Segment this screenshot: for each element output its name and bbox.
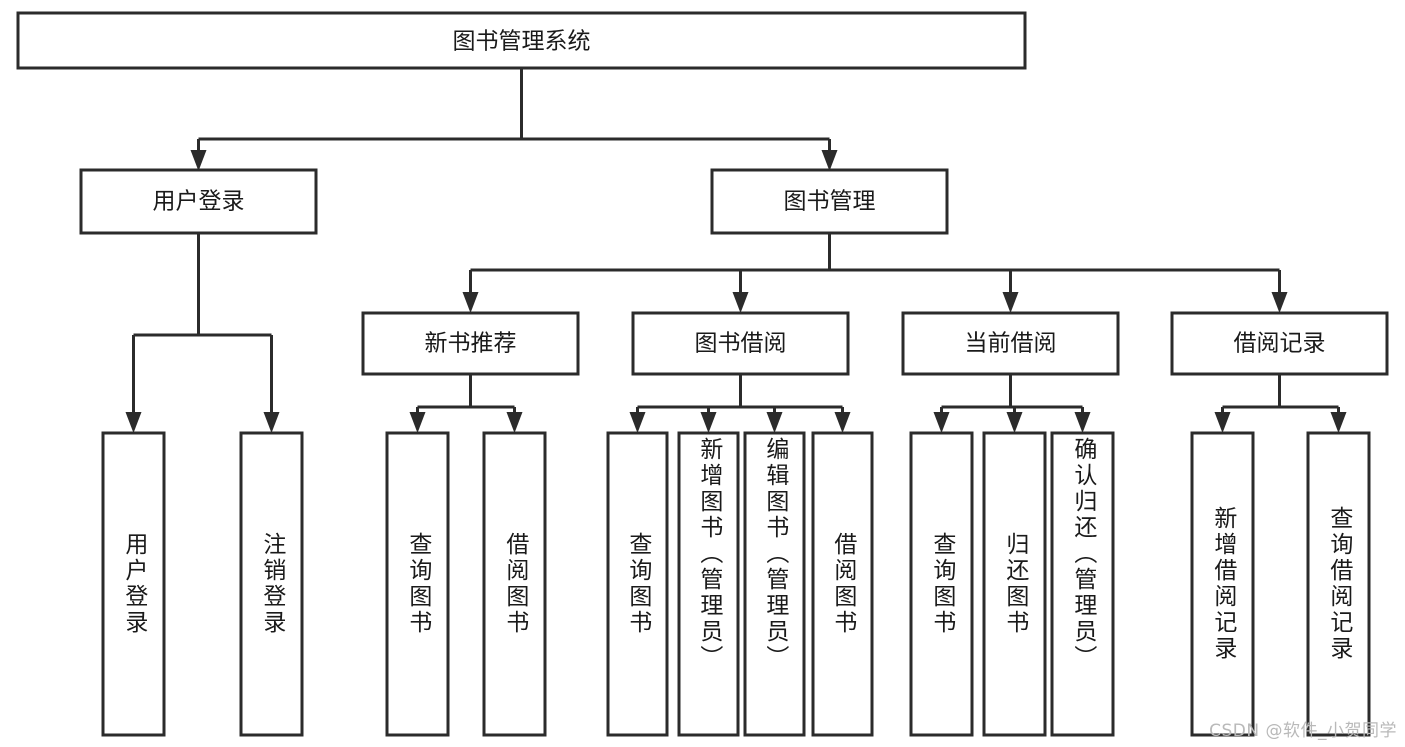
node-leaf-add-book-admin-rect[interactable]: [677, 431, 740, 737]
node-leaf-logout-label: 注销登录: [258, 532, 285, 636]
node-leaf-return-book-rect[interactable]: [982, 431, 1047, 737]
node-leaf-borrow-book-label: 借阅图书: [829, 532, 856, 636]
arrow-head-leaf-return-book: [1006, 412, 1023, 433]
node-leaf-add-borrow-record-label: 新增借阅记录: [1209, 506, 1236, 662]
node-new-book-recommend[interactable]: 新书推荐: [361, 311, 580, 376]
connector-group-root: [190, 68, 838, 171]
node-leaf-query-book-recommend-label: 查询图书: [404, 532, 431, 636]
node-leaf-query-borrow-record-label: 查询借阅记录: [1325, 506, 1352, 662]
node-current-borrow-label: 当前借阅: [965, 331, 1057, 357]
connector-group-book-management: [462, 233, 1288, 313]
arrow-head-leaf-user-login: [125, 412, 142, 433]
node-leaf-user-login-label: 用户登录: [120, 532, 147, 636]
arrow-head-leaf-query-book-borrow: [629, 412, 646, 433]
leaf-rect-group: [101, 431, 1371, 737]
arrow-head-current-borrow: [1002, 292, 1019, 313]
node-leaf-query-book-borrow-rect[interactable]: [606, 431, 669, 737]
node-leaf-edit-book-admin-label: 编辑图书（管理员）: [761, 437, 788, 671]
node-book-management-rect[interactable]: [710, 168, 949, 235]
arrow-head-leaf-add-book-admin: [700, 412, 717, 433]
node-current-borrow[interactable]: 当前借阅: [901, 311, 1120, 376]
node-book-borrow-label: 图书借阅: [695, 331, 787, 357]
node-root-rect[interactable]: [16, 11, 1027, 70]
node-leaf-confirm-return-admin-rect[interactable]: [1050, 431, 1115, 737]
node-leaf-borrow-book-recommend-label: 借阅图书: [501, 532, 528, 636]
node-user-login-rect[interactable]: [79, 168, 318, 235]
arrow-head-leaf-query-book-recommend: [409, 412, 426, 433]
node-root-label: 图书管理系统: [453, 29, 591, 55]
arrow-head-book-borrow: [732, 292, 749, 313]
watermark-text: CSDN @软件_小贺同学: [1209, 721, 1397, 741]
connector-group-user-login: [125, 233, 280, 433]
node-root[interactable]: 图书管理系统: [16, 11, 1027, 70]
node-leaf-user-login-rect[interactable]: [101, 431, 166, 737]
arrow-head-new-book-recommend: [462, 292, 479, 313]
arrow-head-borrow-record: [1271, 292, 1288, 313]
arrow-head-leaf-edit-book-admin: [766, 412, 783, 433]
node-new-book-recommend-rect[interactable]: [361, 311, 580, 376]
arrow-head-leaf-add-borrow-record: [1214, 412, 1231, 433]
node-borrow-record[interactable]: 借阅记录: [1170, 311, 1389, 376]
connector-group-new-book-recommend: [409, 374, 523, 433]
node-leaf-query-book-borrow-label: 查询图书: [624, 532, 651, 636]
arrow-head-leaf-logout: [263, 412, 280, 433]
node-leaf-logout-rect[interactable]: [239, 431, 304, 737]
node-book-management[interactable]: 图书管理: [710, 168, 949, 235]
arrow-head-leaf-confirm-return-admin: [1074, 412, 1091, 433]
connector-group-current-borrow: [933, 374, 1091, 433]
arrow-head-book-management: [821, 150, 838, 171]
node-leaf-query-book-recommend-rect[interactable]: [385, 431, 450, 737]
node-book-borrow[interactable]: 图书借阅: [631, 311, 850, 376]
node-leaf-edit-book-admin-rect[interactable]: [743, 431, 806, 737]
node-leaf-borrow-book-recommend-rect[interactable]: [482, 431, 547, 737]
arrow-head-leaf-query-borrow-record: [1330, 412, 1347, 433]
node-leaf-borrow-book-rect[interactable]: [811, 431, 874, 737]
node-borrow-record-label: 借阅记录: [1234, 331, 1326, 357]
node-leaf-confirm-return-admin-label: 确认归还（管理员）: [1069, 437, 1096, 671]
arrow-head-user-login: [190, 150, 207, 171]
connector-group-borrow-record: [1214, 374, 1347, 433]
node-current-borrow-rect[interactable]: [901, 311, 1120, 376]
node-leaf-return-book-label: 归还图书: [1001, 532, 1028, 636]
node-new-book-recommend-label: 新书推荐: [425, 331, 517, 357]
arrow-head-leaf-query-book-current: [933, 412, 950, 433]
node-book-management-label: 图书管理: [784, 189, 876, 215]
node-leaf-add-borrow-record-rect[interactable]: [1190, 431, 1255, 737]
node-leaf-query-book-current-label: 查询图书: [928, 532, 955, 636]
node-leaf-query-borrow-record-rect[interactable]: [1306, 431, 1371, 737]
node-leaf-query-book-current-rect[interactable]: [909, 431, 974, 737]
node-leaf-add-book-admin-label: 新增图书（管理员）: [695, 437, 722, 671]
connector-group-book-borrow: [629, 374, 851, 433]
arrow-head-leaf-borrow-book: [834, 412, 851, 433]
node-borrow-record-rect[interactable]: [1170, 311, 1389, 376]
node-user-login-label: 用户登录: [153, 189, 245, 215]
arrow-head-leaf-borrow-book-recommend: [506, 412, 523, 433]
node-book-borrow-rect[interactable]: [631, 311, 850, 376]
node-user-login[interactable]: 用户登录: [79, 168, 318, 235]
